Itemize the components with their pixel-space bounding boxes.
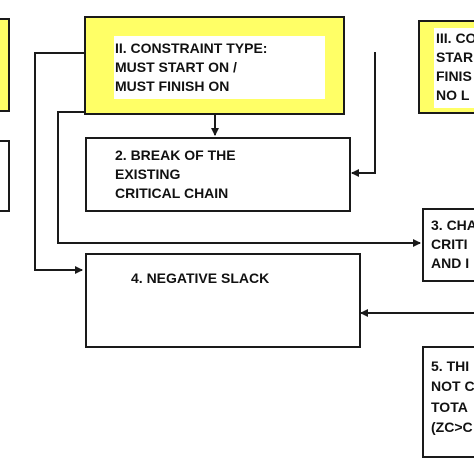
top-right-box: III. CO STAR FINIS NO L (418, 20, 474, 114)
negative-slack-box: 4. NEGATIVE SLACK (85, 253, 361, 348)
break-chain-line-3: CRITICAL CHAIN (115, 185, 229, 201)
arrow-topright-to-break (351, 52, 376, 177)
constraint-type-inner (114, 36, 325, 99)
top-right-line-4: NO L (436, 87, 470, 103)
left-partial-box-top (0, 18, 10, 112)
left-partial-box-middle (0, 140, 10, 212)
bottom-right-line-2: NOT C (431, 378, 474, 394)
constraint-type-box: II. CONSTRAINT TYPE: MUST START ON / MUS… (84, 16, 345, 115)
negative-slack-label: 4. NEGATIVE SLACK (131, 270, 270, 286)
top-right-inner (434, 28, 474, 108)
bottom-right-box: 5. THI NOT C TOTA (ZC>C (422, 346, 474, 458)
constraint-type-line-3: MUST FINISH ON (115, 78, 230, 94)
constraint-type-line-2: MUST START ON / (115, 59, 237, 75)
arrow-constraint-to-midright (57, 111, 421, 247)
top-right-line-1: III. CO (436, 30, 474, 46)
mid-right-line-1: 3. CHA (431, 217, 474, 233)
bottom-right-line-3: TOTA (431, 399, 468, 415)
break-chain-line-2: EXISTING (115, 166, 181, 182)
mid-right-box: 3. CHA CRITI AND I (422, 208, 474, 282)
top-right-line-2: STAR (436, 49, 474, 65)
constraint-type-line-1: II. CONSTRAINT TYPE: (115, 40, 268, 56)
bottom-right-line-1: 5. THI (431, 358, 470, 374)
mid-right-line-2: CRITI (431, 236, 468, 252)
break-chain-line-1: 2. BREAK OF THE (115, 147, 236, 163)
arrow-constraint-to-slack (34, 52, 84, 274)
break-chain-box: 2. BREAK OF THE EXISTING CRITICAL CHAIN (85, 137, 351, 212)
mid-right-line-3: AND I (431, 255, 470, 271)
top-right-line-3: FINIS (436, 68, 472, 84)
bottom-right-line-4: (ZC>C (431, 419, 473, 435)
